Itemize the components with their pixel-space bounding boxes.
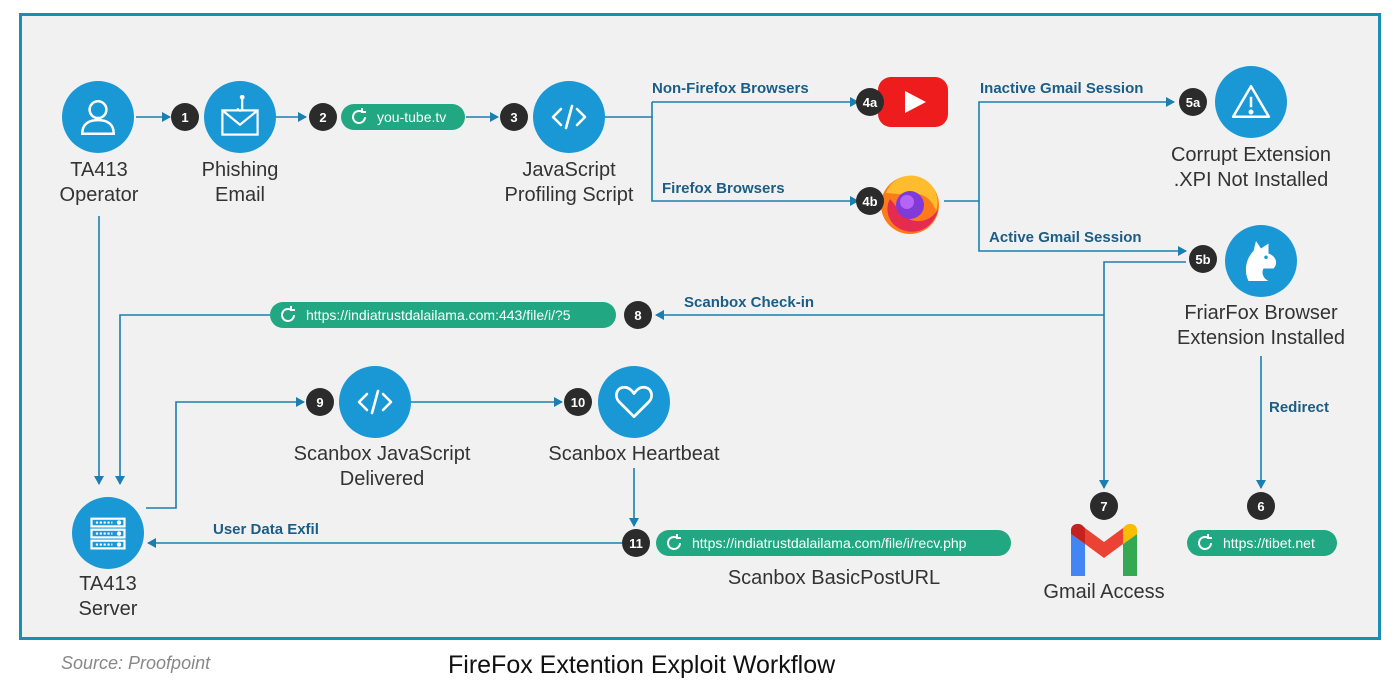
gmail-logo — [1069, 522, 1139, 576]
step-badge-8: 8 — [624, 301, 652, 329]
wolf-icon — [1245, 241, 1277, 281]
step-badge-11: 11 — [622, 529, 650, 557]
step-badge-4b: 4b — [856, 187, 884, 215]
edge-checkin-pill-to-server — [115, 314, 270, 485]
refresh-icon — [664, 533, 684, 553]
url-pill-recv[interactable]: https://indiatrustdalailama.com/file/i/r… — [656, 530, 1011, 556]
heart-icon — [615, 385, 653, 419]
edge-friarfox-down — [1099, 261, 1186, 489]
step-badge-10: 10 — [564, 388, 592, 416]
server-node — [72, 497, 144, 569]
step-badge-4a: 4a — [856, 88, 884, 116]
edge-server-to-scanboxjs — [146, 397, 305, 509]
firefox-logo — [876, 169, 944, 235]
url-pill-text: https://indiatrustdalailama.com:443/file… — [306, 307, 571, 323]
url-pill-tibet[interactable]: https://tibet.net — [1187, 530, 1337, 556]
warning-icon — [1231, 84, 1271, 118]
user-icon — [80, 99, 116, 136]
node-label-heartbeat: Scanbox Heartbeat — [548, 443, 720, 465]
step-badge-6: 6 — [1247, 492, 1275, 520]
phishing-email-icon — [221, 95, 259, 136]
edge-label-redirect: Redirect — [1269, 399, 1330, 416]
edge-firefox-split — [944, 97, 1175, 202]
edge-label-checkin: Scanbox Check-in — [684, 294, 815, 311]
url-pill-text: you-tube.tv — [377, 109, 447, 125]
step-badge-5b: 5b — [1189, 245, 1217, 273]
figure-caption: FireFox Extention Exploit Workflow — [448, 651, 836, 679]
edge-profiling-branch — [605, 116, 859, 206]
edge-label-non-firefox: Non-Firefox Browsers — [652, 80, 809, 97]
step-badge-7: 7 — [1090, 492, 1118, 520]
edge-label-firefox: Firefox Browsers — [662, 180, 785, 197]
step-badge-5a: 5a — [1179, 88, 1207, 116]
step-badge-2: 2 — [309, 103, 337, 131]
server-icon — [90, 517, 126, 550]
profiling-node — [533, 81, 605, 153]
refresh-icon — [349, 107, 369, 127]
url-pill-text: https://indiatrustdalailama.com/file/i/r… — [692, 535, 967, 551]
node-label-corrupt: Corrupt Extension.XPI Not Installed — [1170, 144, 1332, 191]
edge-label-active: Active Gmail Session — [989, 229, 1142, 246]
heartbeat-node — [598, 366, 670, 438]
edge-active-session — [978, 201, 1187, 256]
step-badge-9: 9 — [306, 388, 334, 416]
youtube-logo — [878, 77, 948, 127]
refresh-icon — [278, 305, 298, 325]
scanbox-js-node — [339, 366, 411, 438]
friarfox-node — [1225, 225, 1297, 297]
code-icon — [357, 389, 393, 415]
corrupt-node — [1215, 66, 1287, 138]
url-pill-checkin[interactable]: https://indiatrustdalailama.com:443/file… — [270, 302, 616, 328]
source-credit: Source: Proofpoint — [61, 653, 211, 673]
phishing-node — [204, 81, 276, 153]
node-label-gmail: Gmail Access — [1043, 581, 1165, 603]
url-pill-you-tube[interactable]: you-tube.tv — [341, 104, 465, 130]
edge-label-exfil: User Data Exfil — [213, 521, 319, 538]
code-icon — [551, 104, 587, 130]
step-badge-3: 3 — [500, 103, 528, 131]
edge-label-inactive: Inactive Gmail Session — [980, 80, 1144, 97]
refresh-icon — [1195, 533, 1215, 553]
node-label-basicposturl: Scanbox BasicPostURL — [727, 567, 941, 589]
url-pill-text: https://tibet.net — [1223, 535, 1315, 551]
step-badge-1: 1 — [171, 103, 199, 131]
operator-node — [62, 81, 134, 153]
